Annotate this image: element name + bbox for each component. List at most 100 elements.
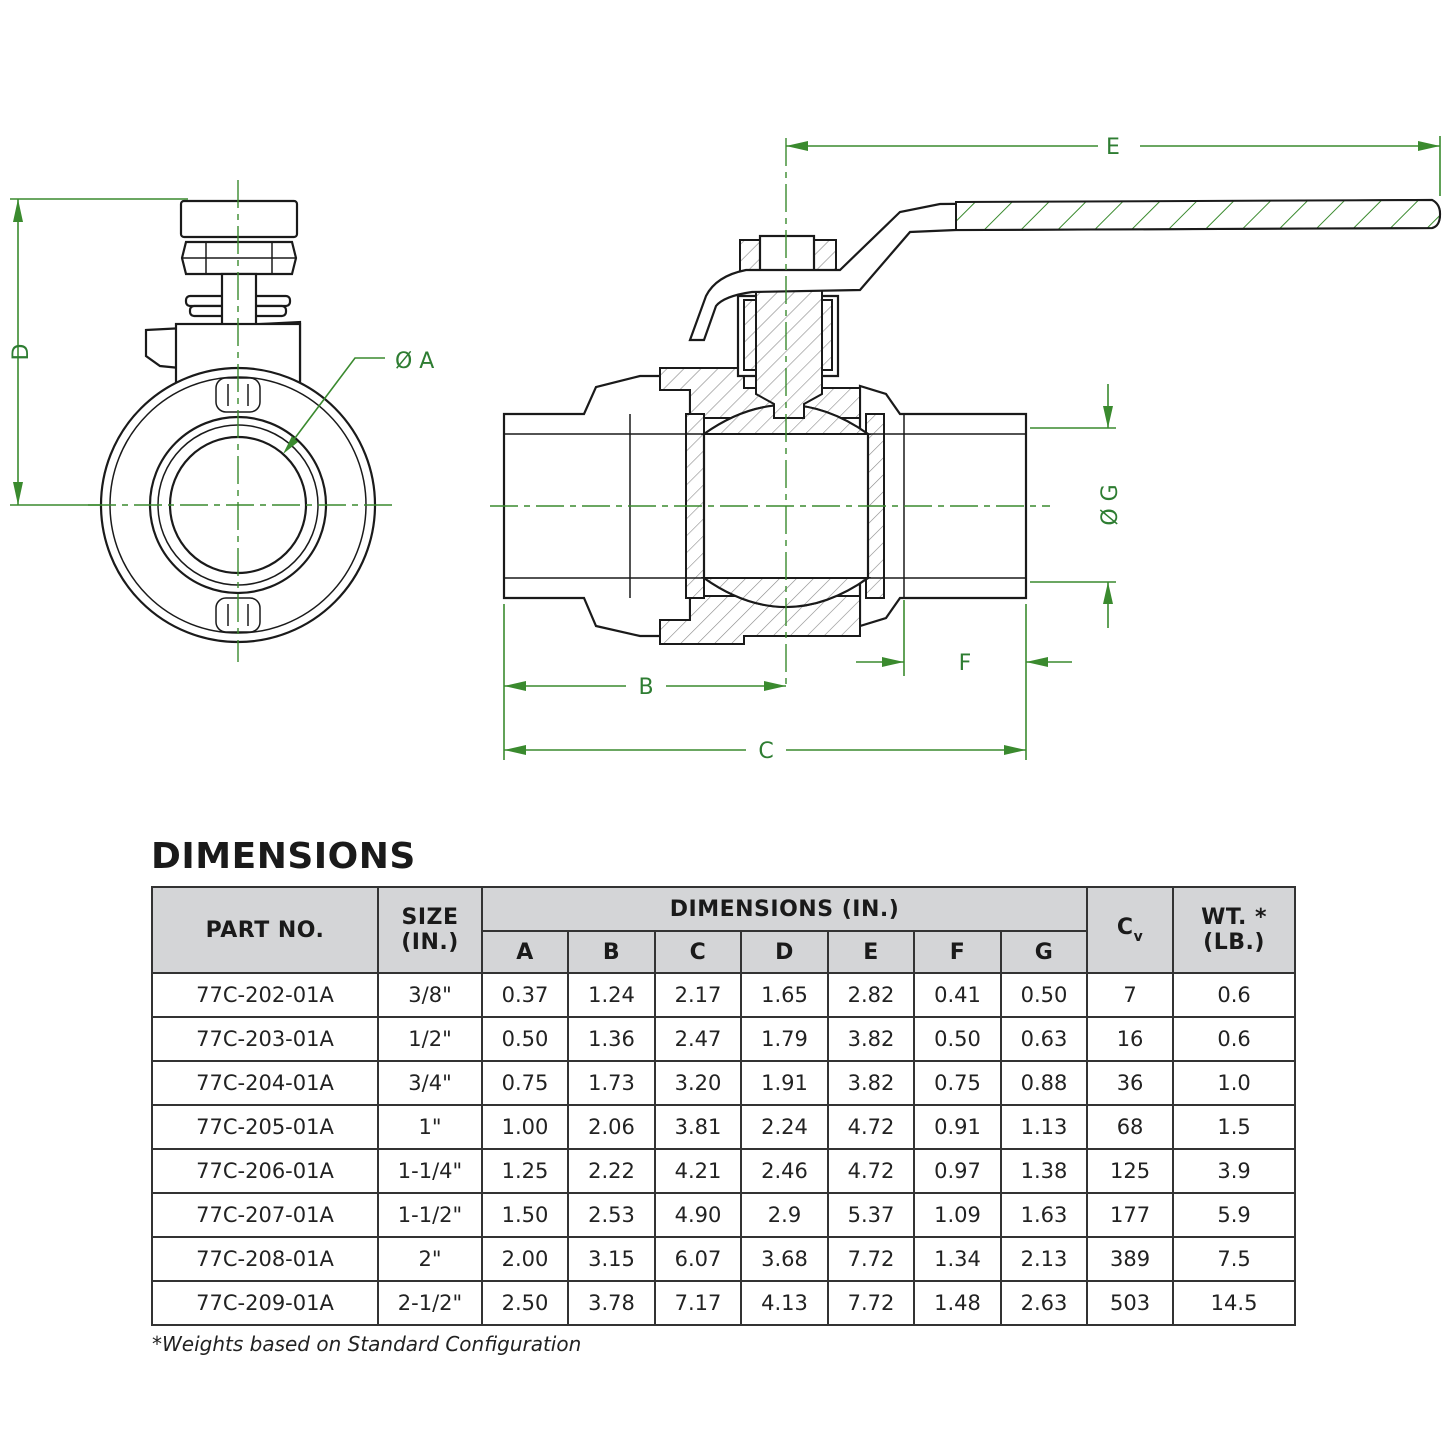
cell-weight: 5.9 bbox=[1172, 1192, 1297, 1238]
cell-d: 3.68 bbox=[740, 1236, 829, 1282]
cell-b: 2.22 bbox=[567, 1148, 656, 1194]
cell-g: 0.63 bbox=[999, 1016, 1089, 1062]
cell-d: 2.24 bbox=[740, 1104, 829, 1150]
cell-b: 1.36 bbox=[567, 1016, 656, 1062]
cell-part-no: 77C-207-01A bbox=[151, 1192, 379, 1238]
cell-e: 7.72 bbox=[827, 1280, 915, 1326]
end-view: D Ø A bbox=[9, 180, 434, 662]
cell-b: 1.73 bbox=[567, 1060, 656, 1106]
header-cv: Cv bbox=[1086, 886, 1175, 974]
header-weight: WT. *(LB.) bbox=[1172, 886, 1297, 974]
cell-e: 3.82 bbox=[827, 1060, 915, 1106]
cell-c: 3.20 bbox=[654, 1060, 742, 1106]
cell-cv: 16 bbox=[1086, 1016, 1175, 1062]
cell-weight: 7.5 bbox=[1172, 1236, 1297, 1282]
cell-g: 2.63 bbox=[999, 1280, 1089, 1326]
cell-e: 2.82 bbox=[827, 972, 915, 1018]
cell-part-no: 77C-202-01A bbox=[151, 972, 379, 1018]
header-dim-b: B bbox=[567, 930, 656, 974]
header-dim-f: F bbox=[913, 930, 1002, 974]
cell-c: 2.17 bbox=[654, 972, 742, 1018]
cell-size: 2" bbox=[377, 1236, 483, 1282]
cell-f: 0.50 bbox=[913, 1016, 1002, 1062]
section-title: DIMENSIONS bbox=[151, 836, 416, 877]
cell-d: 2.46 bbox=[740, 1148, 829, 1194]
cell-cv: 125 bbox=[1086, 1148, 1175, 1194]
cell-size: 1-1/4" bbox=[377, 1148, 483, 1194]
dim-label-a: Ø A bbox=[395, 349, 434, 374]
cell-a: 0.75 bbox=[481, 1060, 569, 1106]
header-dim-a: A bbox=[481, 930, 569, 974]
dim-label-f: F bbox=[959, 651, 972, 676]
dim-label-e: E bbox=[1106, 135, 1120, 160]
cell-weight: 0.6 bbox=[1172, 1016, 1297, 1062]
cell-b: 1.24 bbox=[567, 972, 656, 1018]
cell-b: 2.53 bbox=[567, 1192, 656, 1238]
cell-cv: 68 bbox=[1086, 1104, 1175, 1150]
cell-c: 4.90 bbox=[654, 1192, 742, 1238]
cell-e: 7.72 bbox=[827, 1236, 915, 1282]
cell-g: 0.50 bbox=[999, 972, 1089, 1018]
cell-size: 1/2" bbox=[377, 1016, 483, 1062]
cell-a: 1.50 bbox=[481, 1192, 569, 1238]
cell-c: 4.21 bbox=[654, 1148, 742, 1194]
cell-a: 1.25 bbox=[481, 1148, 569, 1194]
cell-f: 1.48 bbox=[913, 1280, 1002, 1326]
cell-weight: 0.6 bbox=[1172, 972, 1297, 1018]
cell-size: 1-1/2" bbox=[377, 1192, 483, 1238]
cell-e: 3.82 bbox=[827, 1016, 915, 1062]
cell-a: 0.50 bbox=[481, 1016, 569, 1062]
cell-g: 1.13 bbox=[999, 1104, 1089, 1150]
cell-f: 1.09 bbox=[913, 1192, 1002, 1238]
cell-part-no: 77C-203-01A bbox=[151, 1016, 379, 1062]
cell-g: 0.88 bbox=[999, 1060, 1089, 1106]
cell-weight: 1.5 bbox=[1172, 1104, 1297, 1150]
cell-cv: 36 bbox=[1086, 1060, 1175, 1106]
cell-b: 2.06 bbox=[567, 1104, 656, 1150]
header-dimensions-group: DIMENSIONS (IN.) bbox=[480, 886, 1089, 932]
dim-label-c: C bbox=[758, 739, 773, 764]
header-dim-g: G bbox=[999, 930, 1089, 974]
cell-part-no: 77C-205-01A bbox=[151, 1104, 379, 1150]
cell-size: 1" bbox=[377, 1104, 483, 1150]
footnote: *Weights based on Standard Configuration bbox=[152, 1332, 582, 1356]
cell-weight: 14.5 bbox=[1172, 1280, 1297, 1326]
cell-g: 1.38 bbox=[999, 1148, 1089, 1194]
cell-d: 1.65 bbox=[740, 972, 829, 1018]
dim-label-g: Ø G bbox=[1098, 484, 1123, 525]
cell-a: 2.50 bbox=[481, 1280, 569, 1326]
ball-valve-technical-drawing: D Ø A bbox=[9, 135, 1442, 764]
cell-d: 4.13 bbox=[740, 1280, 829, 1326]
cell-size: 3/8" bbox=[377, 972, 483, 1018]
cell-cv: 503 bbox=[1086, 1280, 1175, 1326]
cell-e: 4.72 bbox=[827, 1104, 915, 1150]
cell-weight: 3.9 bbox=[1172, 1148, 1297, 1194]
cell-size: 3/4" bbox=[377, 1060, 483, 1106]
cell-a: 0.37 bbox=[481, 972, 569, 1018]
cell-part-no: 77C-204-01A bbox=[151, 1060, 379, 1106]
cell-g: 2.13 bbox=[999, 1236, 1089, 1282]
cell-e: 4.72 bbox=[827, 1148, 915, 1194]
cell-b: 3.15 bbox=[567, 1236, 656, 1282]
cell-c: 7.17 bbox=[654, 1280, 742, 1326]
cell-d: 1.79 bbox=[740, 1016, 829, 1062]
cell-cv: 7 bbox=[1086, 972, 1175, 1018]
header-dim-d: D bbox=[740, 930, 829, 974]
cell-c: 3.81 bbox=[654, 1104, 742, 1150]
cell-g: 1.63 bbox=[999, 1192, 1089, 1238]
header-size: SIZE(IN.) bbox=[377, 886, 483, 974]
cell-f: 0.41 bbox=[913, 972, 1002, 1018]
header-dim-e: E bbox=[827, 930, 915, 974]
cell-cv: 177 bbox=[1086, 1192, 1175, 1238]
cell-f: 0.97 bbox=[913, 1148, 1002, 1194]
dim-label-b: B bbox=[638, 675, 653, 700]
cell-b: 3.78 bbox=[567, 1280, 656, 1326]
